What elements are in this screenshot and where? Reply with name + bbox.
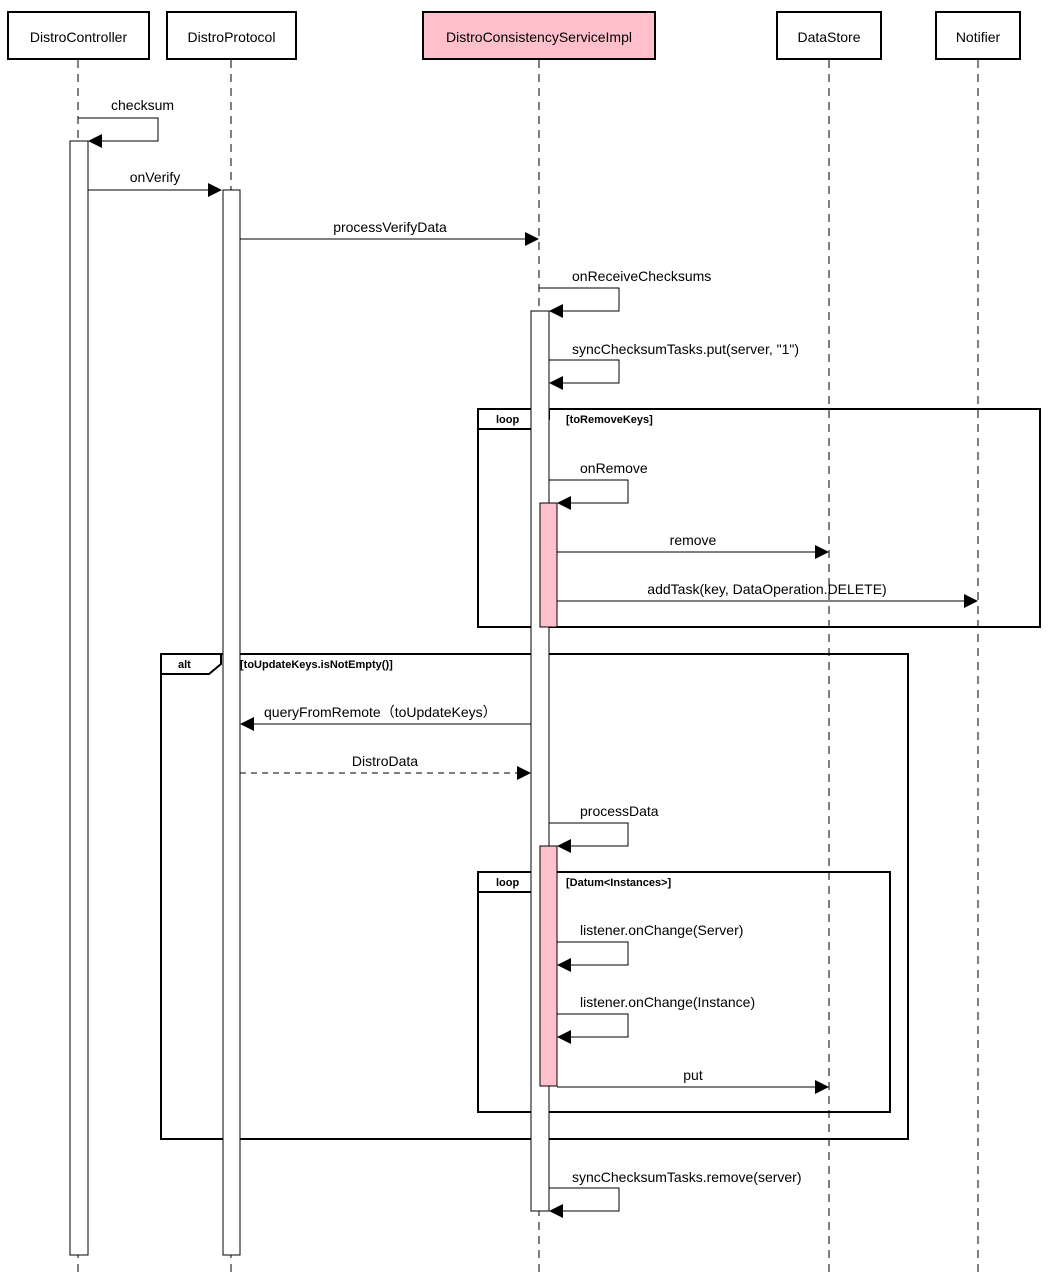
participant-datastore: DataStore — [776, 11, 882, 60]
message-label: syncChecksumTasks.remove(server) — [572, 1169, 802, 1185]
message-label: checksum — [111, 97, 174, 113]
frame-kind-label: loop — [496, 414, 519, 426]
message-on-change-instance: listener.onChange(Instance) — [557, 994, 755, 1044]
message-label: onRemove — [580, 460, 648, 476]
message-on-receive-checksums: onReceiveChecksums — [539, 268, 711, 318]
activation-process-data — [539, 845, 558, 1087]
message-on-change-server: listener.onChange(Server) — [557, 922, 743, 972]
participant-label: DistroProtocol — [188, 29, 276, 45]
frame-guard-label: [toRemoveKeys] — [566, 414, 653, 426]
message-on-remove: onRemove — [549, 460, 648, 510]
participant-label: Notifier — [956, 29, 1001, 45]
message-on-verify: onVerify — [88, 169, 222, 197]
message-label: remove — [670, 532, 717, 548]
message-label: listener.onChange(Server) — [580, 922, 743, 938]
message-sync-checksum-remove: syncChecksumTasks.remove(server) — [549, 1169, 802, 1218]
message-query-from-remote: queryFromRemote（toUpdateKeys） — [240, 704, 531, 731]
message-put: put — [557, 1067, 829, 1094]
message-sync-checksum-put: syncChecksumTasks.put(server, "1") — [549, 341, 799, 390]
frame-kind-label: loop — [496, 877, 519, 889]
message-label: queryFromRemote（toUpdateKeys） — [264, 704, 497, 720]
message-label: syncChecksumTasks.put(server, "1") — [572, 341, 799, 357]
message-label: onReceiveChecksums — [572, 268, 711, 284]
frame-guard-label: [toUpdateKeys.isNotEmpty()] — [240, 659, 393, 671]
frame-guard-label: [Datum<Instances>] — [566, 877, 671, 889]
participant-controller: DistroController — [7, 11, 150, 60]
message-label: put — [683, 1067, 703, 1083]
activation-protocol — [222, 189, 241, 1256]
message-label: listener.onChange(Instance) — [580, 994, 755, 1010]
activation-on-remove — [539, 502, 558, 628]
message-distro-data: DistroData — [240, 753, 531, 780]
frame-kind-label: alt — [178, 659, 191, 671]
participant-notifier: Notifier — [935, 11, 1021, 60]
participant-label: DistroConsistencyServiceImpl — [446, 29, 632, 45]
message-label: processVerifyData — [333, 219, 447, 235]
message-label: DistroData — [352, 753, 418, 769]
message-process-data: processData — [549, 803, 659, 853]
message-remove: remove — [557, 532, 829, 559]
message-label: addTask(key, DataOperation.DELETE) — [647, 581, 886, 597]
participant-protocol: DistroProtocol — [166, 11, 297, 60]
message-process-verify-data: processVerifyData — [240, 219, 539, 246]
participant-label: DataStore — [797, 29, 860, 45]
activation-controller — [69, 140, 89, 1256]
participant-label: DistroController — [30, 29, 128, 45]
message-label: onVerify — [130, 169, 181, 185]
message-checksum: checksum — [78, 97, 174, 148]
participant-consistency: DistroConsistencyServiceImpl — [422, 11, 656, 60]
message-add-task: addTask(key, DataOperation.DELETE) — [557, 581, 978, 608]
message-label: processData — [580, 803, 659, 819]
